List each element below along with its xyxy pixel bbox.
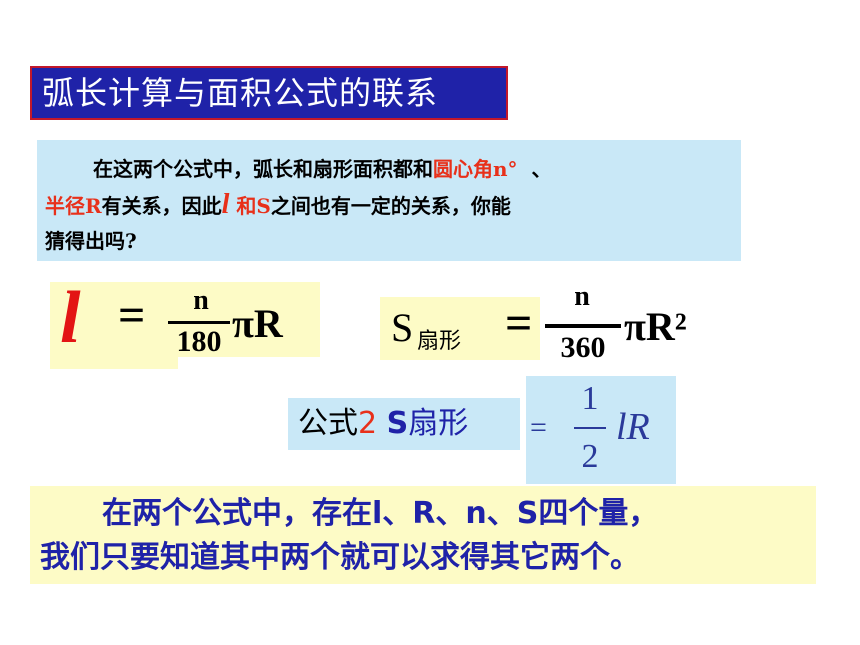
conclusion-line-1: 在两个公式中，存在l、R、n、S四个量， [102, 496, 659, 531]
intro-line-2: 半径R有关系，因此l 和S之间也有一定的关系，你能 [45, 187, 731, 224]
equals-sign: = [530, 411, 547, 444]
formula-label-prefix: 公式 [298, 406, 358, 441]
pi-r-squared-term: πR² [624, 304, 687, 349]
intro-highlight-radius: 半径R [45, 194, 102, 218]
pi-r-term: πR [232, 301, 283, 346]
formula-label-number: 2 [358, 406, 378, 441]
formula-2-label: 公式2 S扇形 [288, 398, 520, 450]
fraction-denominator: 180 [176, 325, 222, 358]
intro-text: 在这两个公式中，弧长和扇形面积都和 [93, 157, 433, 181]
sector-subscript: 扇形 [417, 329, 462, 354]
intro-text: 有关系，因此 [101, 194, 222, 218]
intro-text: 、 [531, 157, 552, 181]
fraction-numerator: n [193, 285, 209, 316]
fraction-denominator: 2 [581, 438, 599, 475]
formula-half-lr-box [526, 376, 676, 484]
sector-subscript: 扇形 [408, 406, 469, 441]
page-title: 弧长计算与面积公式的联系 [30, 66, 508, 120]
l-r-term: lR [616, 406, 650, 448]
sector-area-symbol: S [391, 305, 414, 350]
fraction-numerator: n [574, 281, 590, 312]
formula-arc-length-box [50, 282, 320, 357]
fraction-bar [545, 324, 621, 328]
intro-highlight-angle: 圆心角n° [433, 157, 518, 181]
intro-text: 之间也有一定的关系，你能 [270, 194, 511, 218]
intro-paragraph: 在这两个公式中，弧长和扇形面积都和圆心角n° 、 半径R有关系，因此l 和S之间… [37, 140, 741, 261]
formula-arc-length-box-tail [50, 357, 178, 369]
equals-sign: = [118, 289, 146, 342]
equals-sign: = [505, 297, 533, 350]
intro-line-3: 猜得出吗? [45, 224, 731, 259]
intro-highlight-s: 和S [236, 194, 271, 218]
arc-length-symbol: l [60, 277, 81, 359]
sector-area-symbol: S [386, 406, 409, 441]
conclusion-line-2: 我们只要知道其中两个就可以求得其它两个。 [40, 540, 640, 575]
fraction-denominator: 360 [560, 331, 606, 364]
intro-line-1: 在这两个公式中，弧长和扇形面积都和圆心角n° 、 [45, 152, 731, 187]
fraction-bar [574, 427, 606, 429]
intro-text: 猜得出吗? [45, 229, 137, 253]
fraction-bar [168, 321, 230, 324]
conclusion-box: 在两个公式中，存在l、R、n、S四个量， 我们只要知道其中两个就可以求得其它两个… [30, 486, 816, 584]
formula-sector-area-box [380, 297, 540, 360]
intro-ell-symbol: l [221, 189, 230, 220]
fraction-numerator: 1 [581, 380, 599, 417]
